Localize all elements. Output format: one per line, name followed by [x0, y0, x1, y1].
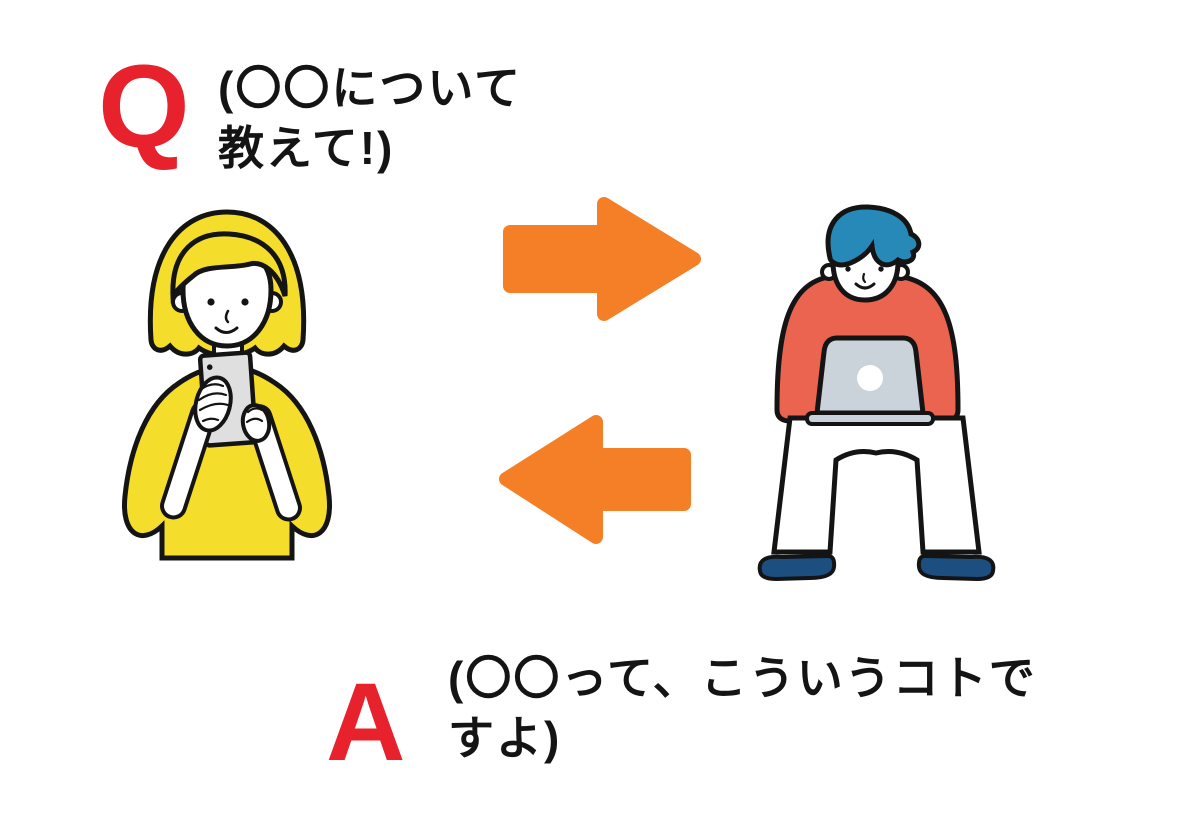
responder-man-illustration	[757, 204, 996, 582]
woman-nose	[224, 309, 230, 324]
man-shoe-right	[916, 553, 996, 582]
question-label: Q	[98, 41, 190, 173]
man-legs	[771, 415, 982, 555]
question-text-line1: (〇〇について	[218, 62, 522, 114]
man-mouth	[854, 282, 876, 290]
woman-mouth	[214, 326, 239, 334]
laptop-icon	[805, 335, 935, 426]
answer-text: (〇〇って、こういうコトで すよ)	[448, 648, 1037, 768]
man-shoe-left	[757, 553, 837, 582]
question-text: (〇〇について 教えて!)	[218, 58, 522, 178]
answer-text-line2: すよ)	[448, 712, 562, 764]
woman-left-fingers	[197, 383, 230, 423]
woman-eye-left	[207, 298, 215, 306]
question-text-line2: 教えて!)	[218, 122, 395, 174]
woman-eye-right	[241, 298, 249, 306]
man-nose	[862, 272, 867, 284]
answer-label: A	[326, 661, 406, 784]
woman-bangs	[170, 231, 288, 304]
woman-right-fingers	[245, 407, 264, 424]
man-eye-left	[845, 266, 851, 272]
arrow-left-icon	[499, 415, 691, 544]
arrow-right-icon	[503, 197, 701, 321]
answer-text-line1: (〇〇って、こういうコトで	[448, 652, 1037, 704]
woman-right-hand	[240, 403, 272, 443]
man-eye-right	[878, 266, 884, 272]
man-hair-icon	[825, 204, 922, 268]
asker-woman-illustration	[121, 209, 333, 561]
